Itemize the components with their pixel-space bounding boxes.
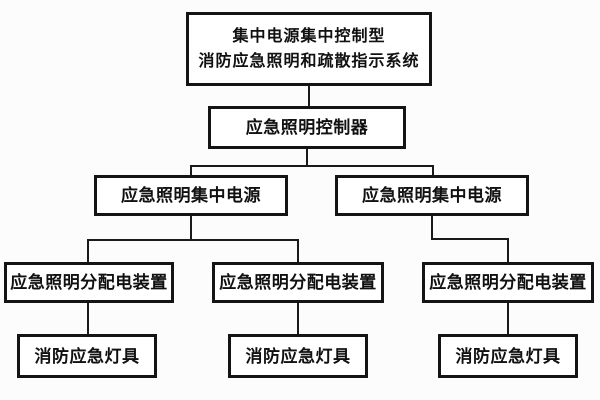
node-power-right-label: 应急照明集中电源 <box>362 186 502 205</box>
node-system-title: 集中电源集中控制型 消防应急照明和疏散指示系统 <box>186 12 432 86</box>
node-dist-right-label: 应急照明分配电装置 <box>429 273 587 292</box>
node-lamp-left-label: 消防应急灯具 <box>34 346 140 366</box>
node-lamp-right-label: 消防应急灯具 <box>455 346 561 366</box>
node-emergency-lamp-left: 消防应急灯具 <box>17 334 157 378</box>
node-emergency-lamp-middle: 消防应急灯具 <box>228 334 368 378</box>
node-distribution-device-right: 应急照明分配电装置 <box>422 262 594 303</box>
node-central-power-left: 应急照明集中电源 <box>94 175 288 216</box>
node-controller-label: 应急照明控制器 <box>245 118 369 137</box>
node-power-left-label: 应急照明集中电源 <box>121 186 261 205</box>
node-dist-mid-label: 应急照明分配电装置 <box>219 273 377 292</box>
edge-power-right-to-dist-right <box>431 216 509 262</box>
node-emergency-lighting-controller: 应急照明控制器 <box>208 106 406 149</box>
node-system-line2: 消防应急照明和疏散指示系统 <box>198 53 420 70</box>
node-lamp-mid-label: 消防应急灯具 <box>245 346 351 366</box>
node-emergency-lamp-right: 消防应急灯具 <box>438 334 578 378</box>
node-distribution-device-left: 应急照明分配电装置 <box>4 262 174 303</box>
node-distribution-device-middle: 应急照明分配电装置 <box>212 262 384 303</box>
node-system-line1: 集中电源集中控制型 <box>232 28 386 45</box>
node-central-power-right: 应急照明集中电源 <box>335 175 529 216</box>
node-dist-left-label: 应急照明分配电装置 <box>10 273 168 292</box>
